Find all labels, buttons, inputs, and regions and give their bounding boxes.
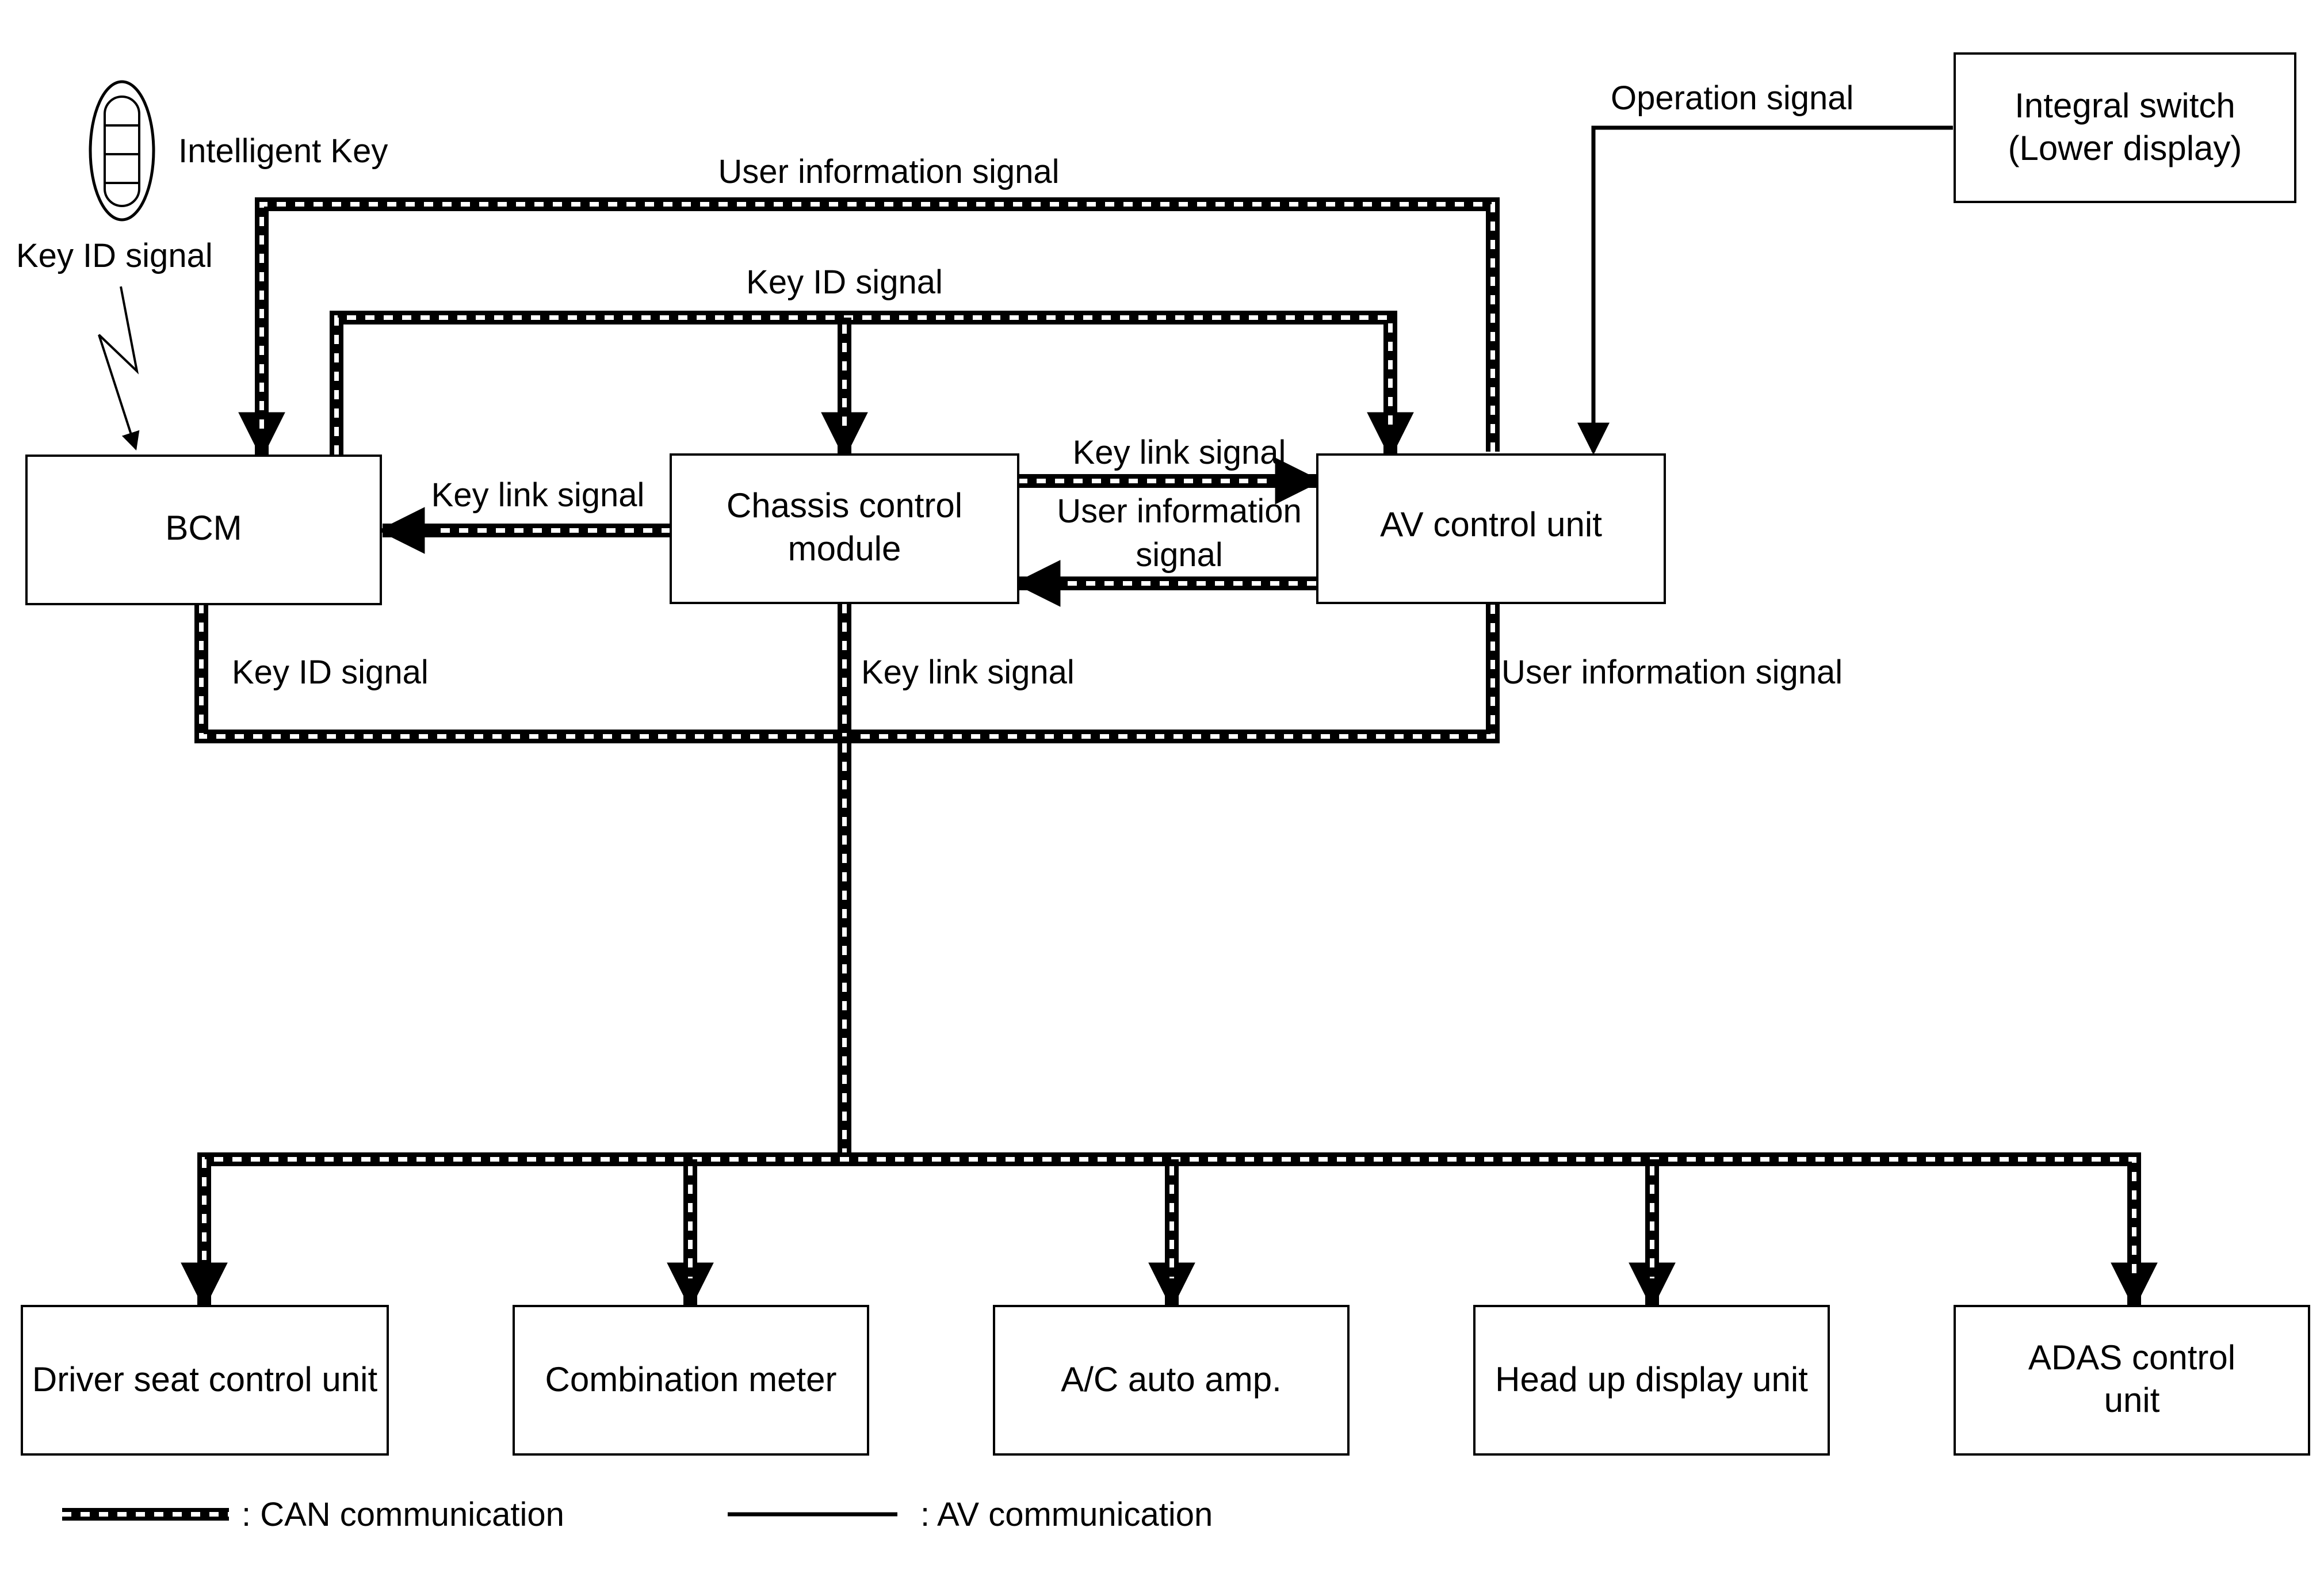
combination-meter-label: Combination meter: [545, 1360, 837, 1399]
chassis-control-module-label-line1: Chassis control: [727, 486, 962, 525]
user-info-top-label: User information signal: [718, 153, 1059, 190]
user-info-to-ccm-label-line1: User information: [1057, 492, 1301, 530]
legend: : CAN communication : AV communication: [62, 1496, 1213, 1533]
key-link-to-av-label: Key link signal: [1073, 434, 1286, 471]
bcm-label: BCM: [165, 509, 242, 547]
head-up-display-unit-label: Head up display unit: [1495, 1360, 1808, 1399]
key-id-top-label: Key ID signal: [746, 264, 943, 301]
intelligent-key-icon: [89, 80, 155, 222]
legend-can-label: : CAN communication: [242, 1496, 564, 1533]
intelligent-key-label: Intelligent Key: [178, 132, 388, 170]
can-distribution-bus: [181, 1152, 2158, 1310]
adas-control-unit-label-line1: ADAS control: [2028, 1338, 2235, 1377]
adas-control-unit-label-line2: unit: [2104, 1381, 2160, 1419]
av-control-unit-label: AV control unit: [1380, 505, 1602, 544]
driver-seat-control-unit-box: Driver seat control unit: [21, 1305, 389, 1456]
key-link-bottom-label: Key link signal: [861, 654, 1075, 691]
driver-seat-control-unit-label: Driver seat control unit: [32, 1360, 378, 1399]
av-control-unit-box: AV control unit: [1316, 453, 1666, 604]
bcm-box: BCM: [25, 455, 382, 605]
legend-av-label: : AV communication: [920, 1496, 1213, 1533]
user-info-to-ccm-label-line2: signal: [1136, 536, 1223, 574]
ac-auto-amp-label: A/C auto amp.: [1061, 1360, 1282, 1399]
user-info-bottom-label: User information signal: [1501, 654, 1843, 691]
integral-switch-label-line1: Integral switch: [2015, 86, 2235, 125]
can-lines: [181, 197, 2158, 1310]
chassis-control-module-box: Chassis control module: [670, 453, 1019, 604]
head-up-display-unit-box: Head up display unit: [1473, 1305, 1830, 1456]
key-id-bottom-label: Key ID signal: [232, 654, 429, 691]
combination-meter-box: Combination meter: [513, 1305, 869, 1456]
key-id-signal-wireless-label: Key ID signal: [16, 237, 213, 274]
integral-switch-label-line2: (Lower display): [2008, 129, 2242, 167]
operation-signal-label: Operation signal: [1611, 79, 1853, 117]
can-key-id-top: [330, 311, 1414, 460]
integral-switch-box: Integral switch (Lower display): [1954, 52, 2296, 203]
adas-control-unit-box: ADAS control unit: [1954, 1305, 2310, 1456]
radio-wave-icon: [98, 286, 140, 451]
key-link-to-bcm-label: Key link signal: [431, 476, 645, 514]
chassis-control-module-label-line2: module: [788, 529, 901, 568]
can-user-info-top: [238, 197, 1500, 460]
ac-auto-amp-box: A/C auto amp.: [993, 1305, 1350, 1456]
av-operation-line: [1577, 125, 1953, 455]
